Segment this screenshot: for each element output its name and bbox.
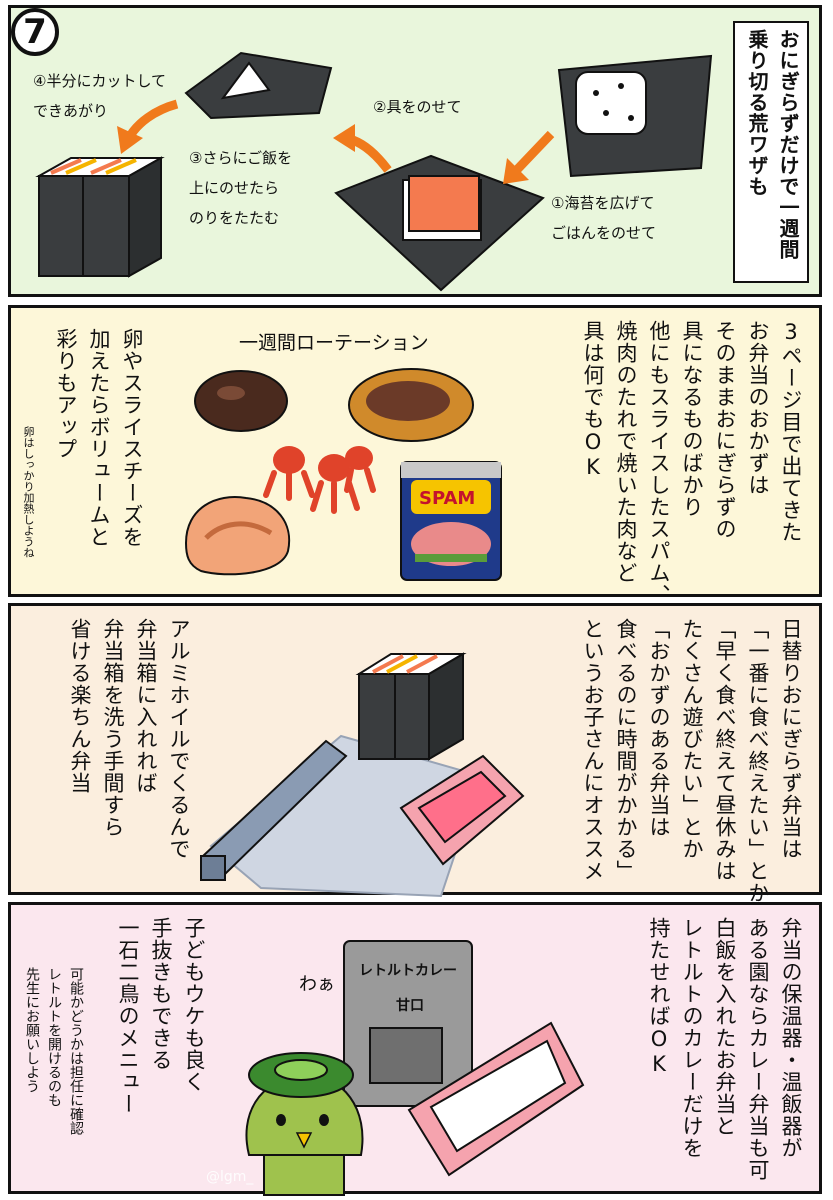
teacher-note: 可能かどうかは担任に確認 レトルトを開けるのも 先生にお願いしよう <box>24 967 84 1135</box>
curry-lunchbox-illustration <box>407 1021 585 1177</box>
title-text: おにぎらずだけで一週間 乗り切る荒ワザも <box>745 29 800 260</box>
credit-text: @lgm_ <box>206 1169 254 1185</box>
waa-text: わぁ <box>299 974 335 995</box>
foil-wrap-illustration <box>200 734 483 898</box>
page-number-badge: 7 <box>11 8 59 56</box>
panel-recipe-steps: 7 おにぎらずだけで一週間 乗り切る荒ワザも ①海 <box>8 5 822 297</box>
kids-text: 子どもウケも良く 手抜きもできる 一石二鳥のメニュー <box>116 917 206 1115</box>
retort-curry-pack-illustration <box>343 940 473 1107</box>
lunchbox-illustration <box>399 754 525 866</box>
rotation-main-text: 3ページ目で出てきた お弁当のおかずは そのままおにぎらずの 具になるものばかり… <box>581 320 803 606</box>
mascot-illustration <box>245 1052 364 1196</box>
curry-main-text: 弁当の保温器・温飯器が ある園ならカレー弁当も可 白飯を入れたお弁当と レトルト… <box>647 917 803 1181</box>
meat-cutlet-illustration <box>348 368 474 442</box>
step3-text: ③さらにご飯を 上にのせたら のりをたたむ <box>189 149 293 227</box>
arrow-icon <box>333 124 392 173</box>
ginger-pork-illustration <box>184 496 291 576</box>
daily-main-text: 日替りおにぎらず弁当は 「一番に食べ終えたい」とか 「早く食べ終えて昼休みは た… <box>581 618 803 904</box>
nori-rice-illustration <box>35 51 713 292</box>
arrow-icon <box>117 99 179 154</box>
panel-rotation: 3ページ目で出てきた お弁当のおかずは そのままおにぎらずの 具になるものばかり… <box>8 305 822 606</box>
arrow-icon <box>503 130 555 184</box>
step1-text: ①海苔を広げて ごはんをのせて <box>551 194 657 242</box>
egg-note-text: 卵やスライスチーズを 加えたらボリュームと 彩りもアップ <box>54 328 144 548</box>
pack-sub-label: 甘口 <box>396 998 424 1014</box>
step4-text: ④半分にカットして できあがり <box>33 72 166 120</box>
title-box: おにぎらずだけで一週間 乗り切る荒ワザも <box>733 21 809 283</box>
octopus-sausage-illustration <box>263 446 376 514</box>
egg-small-note: 卵はしっかり加熱しようね <box>22 426 35 558</box>
panel-curry-bento: 弁当の保温器・温飯器が ある園ならカレー弁当も可 白飯を入れたお弁当と レトルト… <box>8 902 822 1196</box>
foil-text: アルミホイルでくるんで 弁当箱に入れれば 弁当箱を洗う手間すら 省ける楽ちん弁当 <box>68 618 191 860</box>
onigirazu-illustration <box>355 652 467 761</box>
hamburg-steak-illustration <box>194 370 288 432</box>
spam-can-illustration <box>400 461 502 581</box>
spam-label: SPAM <box>419 488 476 509</box>
rotation-heading: 一週間ローテーション <box>239 332 429 354</box>
step2-text: ②具をのせて <box>373 98 462 116</box>
panel-daily-onigirazu: 日替りおにぎらず弁当は 「一番に食べ終えたい」とか 「早く食べ終えて昼休みは た… <box>8 603 822 904</box>
pack-label: レトルトカレー <box>359 963 457 979</box>
